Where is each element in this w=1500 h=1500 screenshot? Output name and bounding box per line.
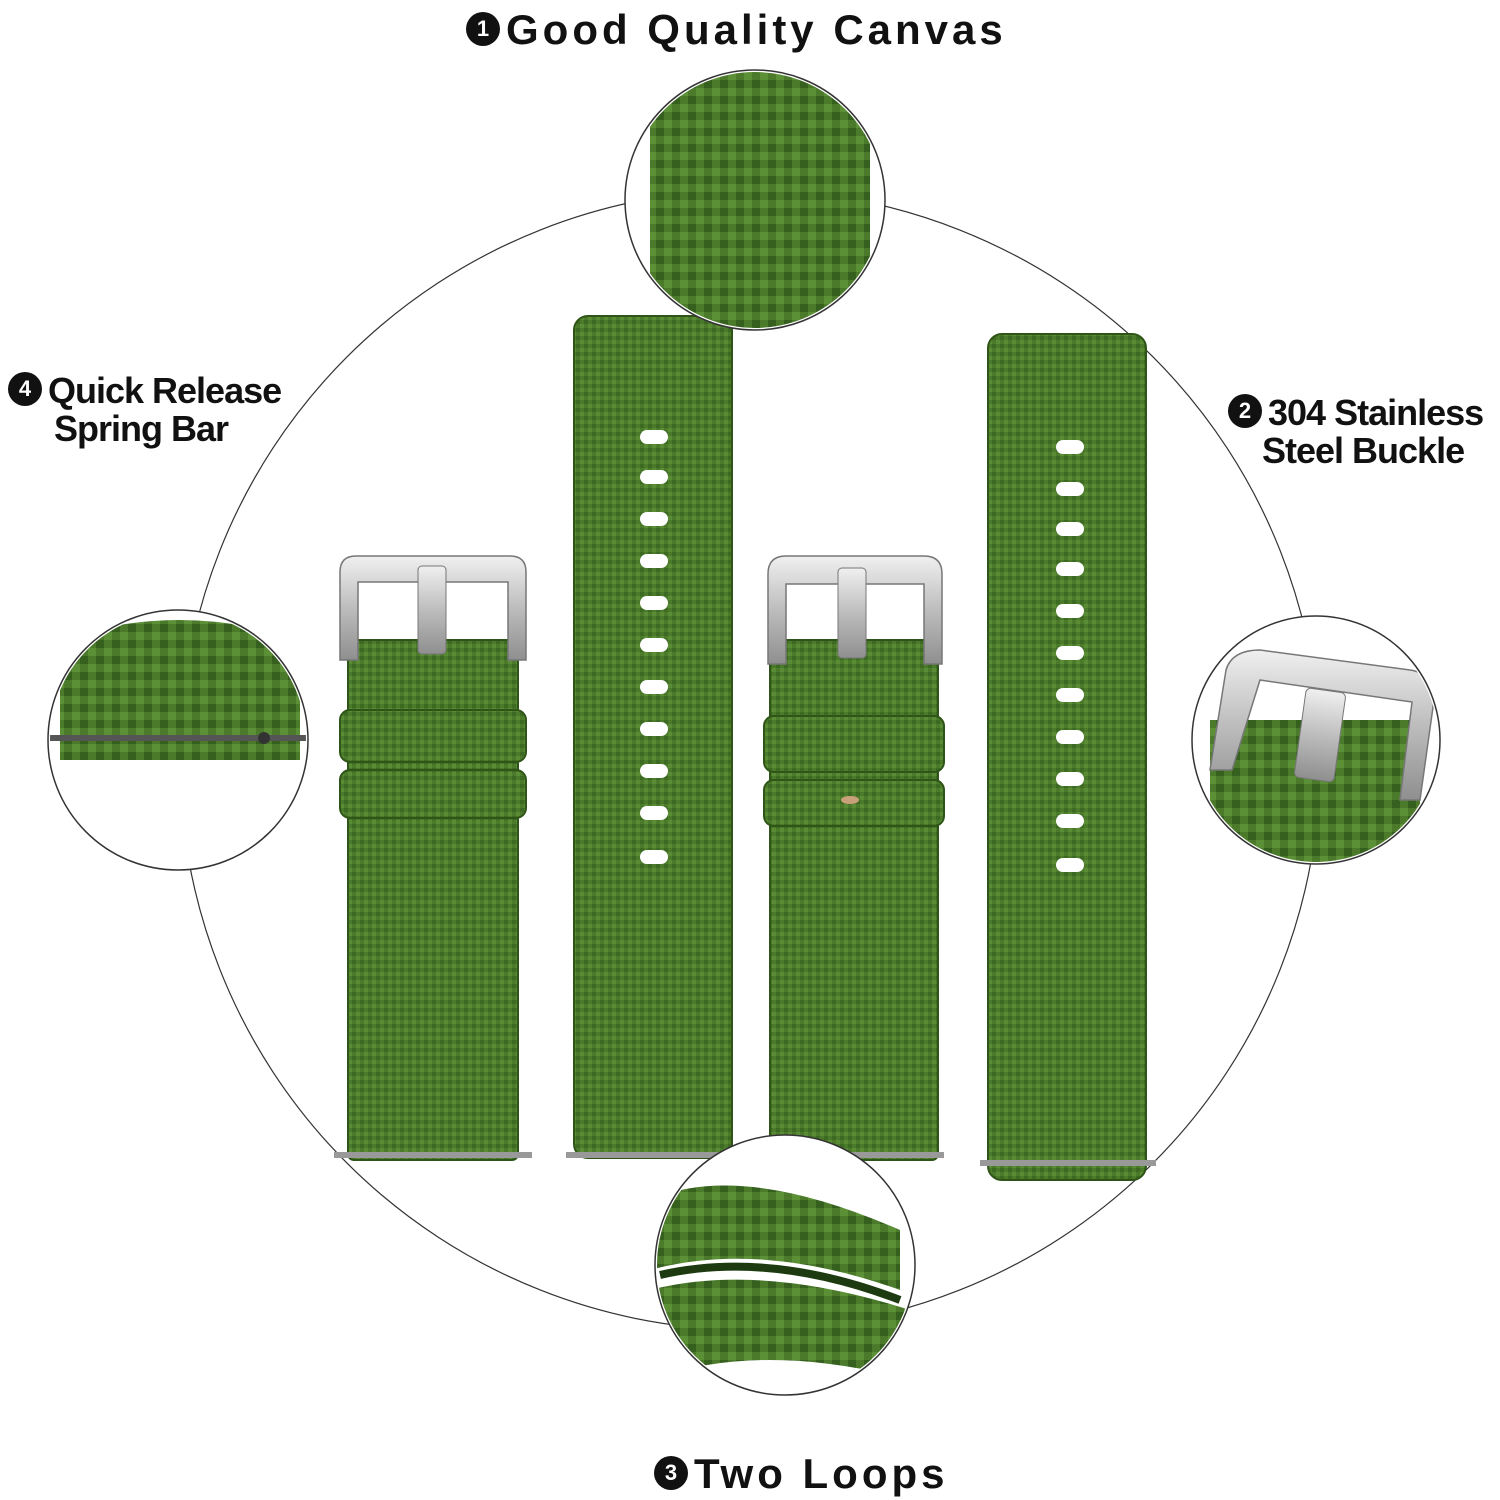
strap-short-right: [758, 555, 945, 1161]
detail-loops-closeup: [654, 1134, 916, 1396]
callout-canvas-text: Good Quality Canvas: [506, 6, 1007, 53]
callout-number-1: 1: [466, 11, 500, 46]
detail-canvas-closeup: [624, 69, 886, 331]
strap-long-right: [980, 333, 1156, 1181]
strap-long-left: [566, 315, 740, 1159]
callout-number-4: 4: [8, 372, 42, 407]
callout-buckle-line1: 304 Stainless: [1268, 392, 1484, 433]
callout-springbar-line1: Quick Release: [48, 370, 282, 411]
strap-short-left: [334, 555, 532, 1161]
callout-springbar-line2: Spring Bar: [54, 408, 229, 450]
callout-number-3: 3: [654, 1455, 688, 1490]
callout-number-2: 2: [1228, 394, 1262, 429]
detail-buckle-closeup: [1191, 615, 1441, 865]
callout-loops-text: Two Loops: [694, 1450, 949, 1497]
callout-buckle-line2: Steel Buckle: [1262, 430, 1465, 472]
detail-springbar-closeup: [47, 609, 309, 871]
